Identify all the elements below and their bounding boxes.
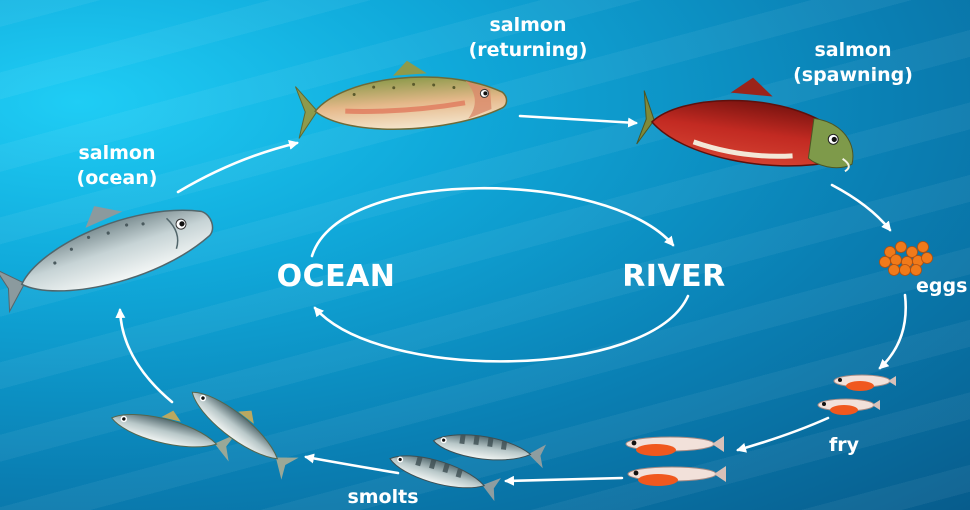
arrow-young-to-ocean (120, 310, 172, 402)
loop-arrow-top (312, 188, 673, 256)
arrow-returning-to-spawning (520, 116, 636, 123)
young-salmon-group (108, 375, 303, 480)
arrow-fry-to-smolts-river (738, 418, 828, 450)
arrow-spawning-to-eggs (832, 185, 890, 230)
label-eggs: eggs (916, 274, 970, 299)
fry-group (626, 375, 896, 486)
label-salmon-ocean: salmon (ocean) (68, 141, 166, 191)
salmon-returning-fish (294, 54, 508, 138)
arrow-eggs-to-fry (880, 295, 906, 368)
label-salmon-spawning: salmon (spawning) (788, 38, 918, 88)
label-salmon-spawning-line2: (spawning) (788, 63, 918, 88)
label-river: RIVER (618, 260, 730, 294)
label-fry: fry (820, 433, 868, 458)
label-smolts: smolts (336, 485, 430, 510)
arrow-ocean-to-returning (178, 143, 297, 192)
label-ocean: OCEAN (270, 260, 402, 294)
label-salmon-returning: salmon (returning) (458, 13, 598, 63)
eggs-cluster (880, 242, 933, 276)
loop-arrow-bottom (315, 296, 688, 361)
label-salmon-spawning-line1: salmon (788, 38, 918, 63)
label-salmon-ocean-line2: (ocean) (68, 166, 166, 191)
label-salmon-returning-line2: (returning) (458, 38, 598, 63)
label-salmon-ocean-line1: salmon (68, 141, 166, 166)
salmon-ocean-fish (0, 173, 220, 317)
label-salmon-returning-line1: salmon (458, 13, 598, 38)
arrow-smolts-to-young (306, 457, 398, 473)
arrow-fry-to-smolts (506, 478, 622, 481)
